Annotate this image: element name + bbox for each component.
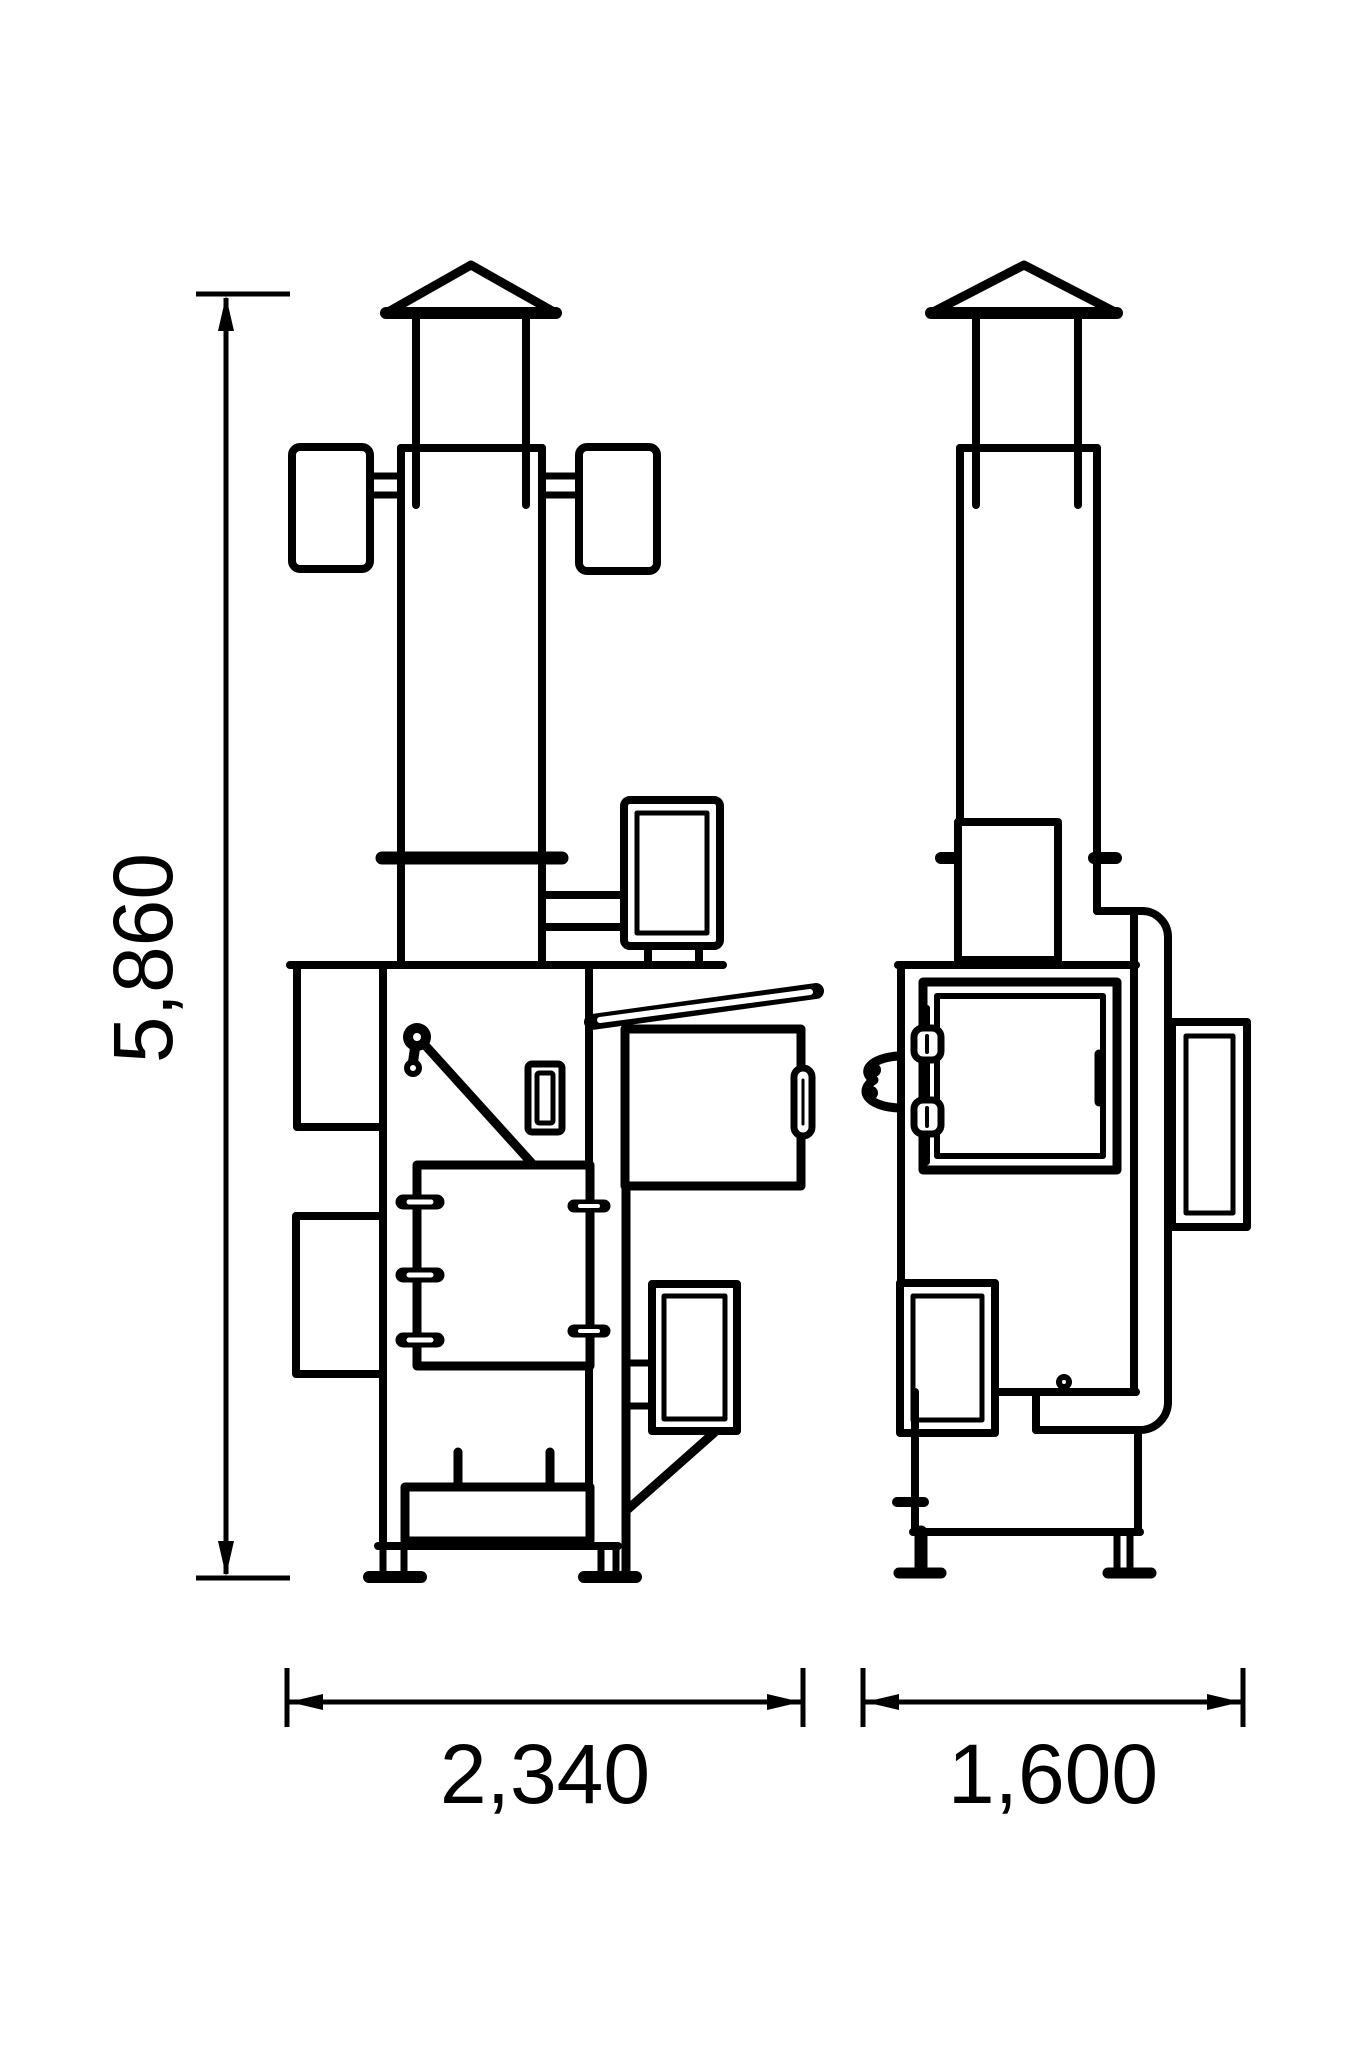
dimension-side-depth: 1,600 (860, 1668, 1246, 1821)
dimension-overall-height: 5,860 (96, 291, 290, 1581)
knob-ball-hole (410, 1065, 416, 1071)
linkage-rod (419, 1039, 543, 1175)
front-rain-cap (380, 260, 562, 509)
front-blower-box (538, 796, 724, 968)
rain-cap-roof (383, 260, 559, 317)
door-panel (412, 1160, 595, 1371)
front-width-dimension-label: 2,340 (440, 1727, 650, 1821)
rain-cap-roof (928, 260, 1120, 317)
chimney-junction-box (954, 818, 1062, 964)
latch-lever-knuckle (867, 1063, 881, 1077)
front-charging-door (395, 1160, 611, 1371)
dimension-front-width: 2,340 (284, 1668, 806, 1821)
damper-lever-slot (597, 989, 813, 1023)
side-charging-door (861, 977, 1122, 1175)
arrow-left-icon (289, 1694, 323, 1710)
lower-right-box-inner (661, 1293, 728, 1422)
side-view (861, 260, 1251, 1579)
blower-box-inner (634, 810, 710, 936)
front-chimney (375, 444, 569, 966)
upper-left-box (293, 961, 387, 1131)
door-latch-lever (861, 1051, 903, 1113)
damper-knob-hole (413, 1033, 421, 1041)
blower-box-outer (620, 796, 724, 950)
arrow-up-icon (218, 296, 234, 331)
door-frame-outer (918, 977, 1122, 1175)
rear-box-inner (1183, 1033, 1236, 1216)
lower-left-box (292, 1212, 387, 1378)
front-view (286, 260, 824, 1583)
arrow-down-icon (218, 1541, 234, 1576)
diagonal-brace (622, 1427, 720, 1515)
front-top-side-boxes (288, 443, 661, 575)
rear-box-outer (1168, 1018, 1251, 1231)
side-rain-cap (925, 260, 1123, 509)
ash-drawer (400, 1482, 595, 1546)
front-support-assembly (621, 1181, 741, 1579)
side-base (892, 1374, 1157, 1579)
arrow-right-icon (767, 1694, 801, 1710)
duct-knob-hole (1062, 1380, 1066, 1384)
chimney-left-box (288, 443, 374, 573)
front-inspection-slot (524, 1060, 566, 1136)
slot-inner (534, 1070, 556, 1126)
side-chamber-door (620, 1024, 806, 1191)
arrow-right-icon (1207, 1694, 1241, 1710)
height-dimension-label: 5,860 (96, 853, 190, 1063)
front-base (363, 1447, 642, 1583)
side-rear-box (1168, 1018, 1251, 1231)
arrow-left-icon (865, 1694, 899, 1710)
front-side-chamber (584, 983, 824, 1191)
side-depth-dimension-label: 1,600 (948, 1727, 1158, 1821)
chimney-right-box (575, 443, 661, 575)
latch-lever-knuckle (864, 1086, 878, 1100)
lower-box-inner (910, 1293, 985, 1423)
side-chimney (935, 444, 1122, 966)
